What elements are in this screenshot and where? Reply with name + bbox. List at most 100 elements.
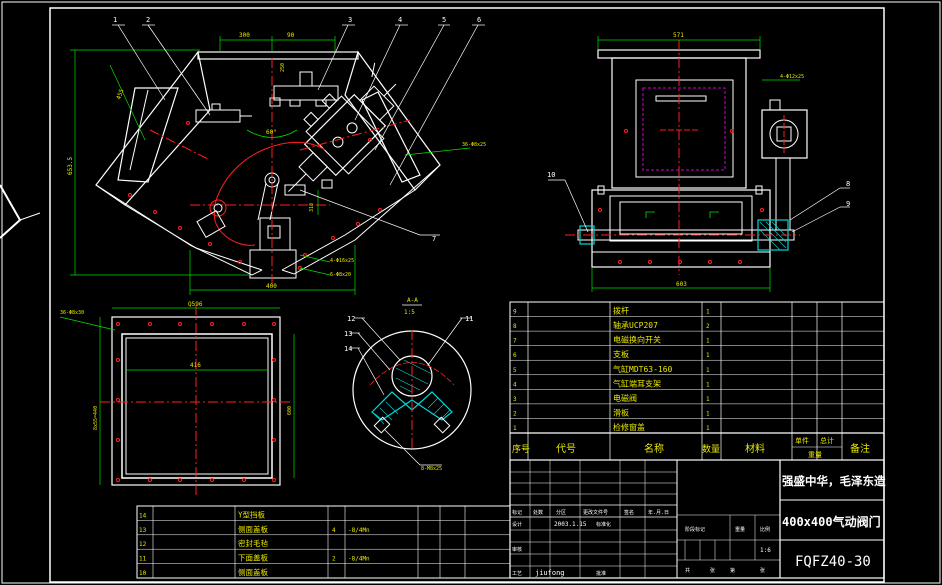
balloon-11: 11: [465, 315, 473, 323]
tb-label-count: 处数: [533, 509, 543, 516]
balloon-14: 14: [344, 345, 352, 353]
part-lower-qty: 4: [332, 527, 336, 534]
tb-label-review: 审核: [512, 546, 522, 553]
dim-571: 571: [673, 32, 684, 39]
part-lower-no: 11: [139, 556, 147, 563]
tb-label-sheet: 张: [710, 567, 715, 574]
tb-label-date: 年.月.日: [648, 509, 669, 516]
balloon-3: 3: [348, 16, 352, 24]
balloon-12: 12: [347, 315, 355, 323]
part-lower-name: 侧面盖板: [238, 524, 268, 534]
main-front-view: 60°: [95, 50, 441, 285]
part-no: 4: [513, 381, 517, 388]
part-qty: 1: [706, 425, 710, 432]
part-lower-no: 10: [139, 570, 147, 577]
part-name: 滑板: [613, 407, 629, 417]
main-view-balloons: 1 2 3 4 5 6 7: [112, 16, 485, 243]
part-lower-material: -8/4Mn: [348, 556, 370, 563]
part-no: 2: [513, 410, 517, 417]
section-name: A-A: [407, 297, 418, 304]
dim-603: 603: [676, 281, 687, 288]
balloon-1: 1: [113, 16, 117, 24]
balloon-10: 10: [547, 171, 555, 179]
part-qty: 1: [706, 410, 710, 417]
part-qty: 1: [706, 309, 710, 316]
part-no: 6: [513, 352, 517, 359]
tb-label-design: 设计: [512, 521, 522, 528]
dim-36-holes-30: 36-Φ8x30: [60, 310, 84, 316]
tb-designer: jiufong: [535, 569, 565, 577]
balloon-6: 6: [477, 16, 481, 24]
part-lower-qty: 2: [332, 556, 336, 563]
tb-label-total: 共: [685, 567, 690, 574]
part-lower-material: -8/4Mn: [348, 527, 370, 534]
dim-4-holes: 4-Φ16x25: [330, 258, 354, 264]
balloon-7: 7: [432, 235, 436, 243]
dim-416: 416: [190, 362, 201, 369]
part-no: 1: [513, 425, 517, 432]
balloon-5: 5: [442, 16, 446, 24]
tb-label-signature: 签名: [624, 509, 634, 516]
part-qty: 2: [706, 323, 710, 330]
part-name: 支板: [613, 349, 629, 359]
part-name: 轴承UCP207: [613, 320, 658, 330]
part-qty: 1: [706, 352, 710, 359]
dim-300: 300: [239, 32, 250, 39]
part-name: 气缸MDT63-160: [613, 364, 673, 374]
title-block: 强盛中华，毛泽东造 400x400气动阀门 FQFZ40-30 1:6 2003…: [509, 459, 886, 579]
tb-date: 2003.1.15: [554, 521, 587, 528]
tb-label-scale: 比例: [760, 526, 770, 533]
side-view: 571 4-Φ12x25 603 10 8 9: [547, 32, 850, 292]
dim-8x55: 8x55=440: [93, 406, 99, 430]
hdr-weight: 重量: [808, 451, 822, 459]
tb-company: 强盛中华，毛泽东造: [782, 474, 886, 488]
part-name: 电磁阀: [613, 393, 637, 403]
part-lower-name: 侧面盖板: [238, 567, 268, 577]
tb-label-standard: 标准化: [596, 521, 611, 528]
inner-frame: [49, 7, 885, 583]
main-view-dimensions: 300 90 455 653.5 400 4-Φ16x25 36-Φ8x25 6…: [67, 32, 486, 295]
balloon-13: 13: [344, 330, 352, 338]
part-qty: 1: [706, 338, 710, 345]
tb-drawing-number: FQFZ40-30: [795, 554, 871, 570]
svg-text:60°: 60°: [266, 129, 277, 136]
hdr-remark: 备注: [850, 442, 870, 455]
part-name: 检修窗盖: [613, 422, 645, 432]
part-lower-no: 13: [139, 527, 147, 534]
dim-250: 250: [280, 63, 286, 72]
part-name: 拨杆: [613, 306, 629, 316]
tb-label-sheet-2: 张: [760, 567, 765, 574]
part-name: 电磁换向开关: [613, 335, 661, 345]
section-scale: 1:5: [404, 309, 415, 316]
part-lower-no: 14: [139, 512, 147, 519]
part-no: 3: [513, 396, 517, 403]
part-name: 气缸端耳支架: [613, 378, 661, 388]
dim-8-m8: 8-M8x25: [421, 466, 442, 472]
dim-36-holes: 36-Φ8x25: [462, 142, 486, 148]
tb-label-process: 工艺: [512, 571, 522, 577]
tb-label-mark: 标记: [512, 509, 522, 516]
flange-view: Q596 416 36-Φ8x30 8x55=440 600: [59, 301, 295, 495]
dim-90: 90: [287, 32, 295, 39]
tb-label-no: 第: [730, 567, 735, 574]
balloon-9: 9: [846, 200, 850, 208]
tb-label-weight: 重量: [735, 526, 745, 533]
hdr-total: 总计: [820, 436, 834, 445]
section-aa-view: A-A 1:5 12 13 14 11 8-M8x25: [344, 297, 473, 472]
dim-455: 455: [115, 88, 125, 101]
part-no: 7: [513, 338, 517, 345]
tb-label-stage: 阶段标记: [685, 526, 705, 533]
tb-product-name: 400x400气动阀门: [782, 514, 881, 529]
hdr-unit: 单件: [795, 436, 809, 445]
balloon-2: 2: [146, 16, 150, 24]
tb-label-zone: 分区: [556, 509, 566, 516]
dim-400: 400: [266, 283, 277, 290]
part-lower-no: 12: [139, 541, 147, 548]
hdr-material: 材料: [745, 442, 765, 455]
tb-label-change-doc: 更改文件号: [583, 509, 608, 516]
dim-600: 600: [287, 406, 293, 415]
part-no: 5: [513, 367, 517, 374]
